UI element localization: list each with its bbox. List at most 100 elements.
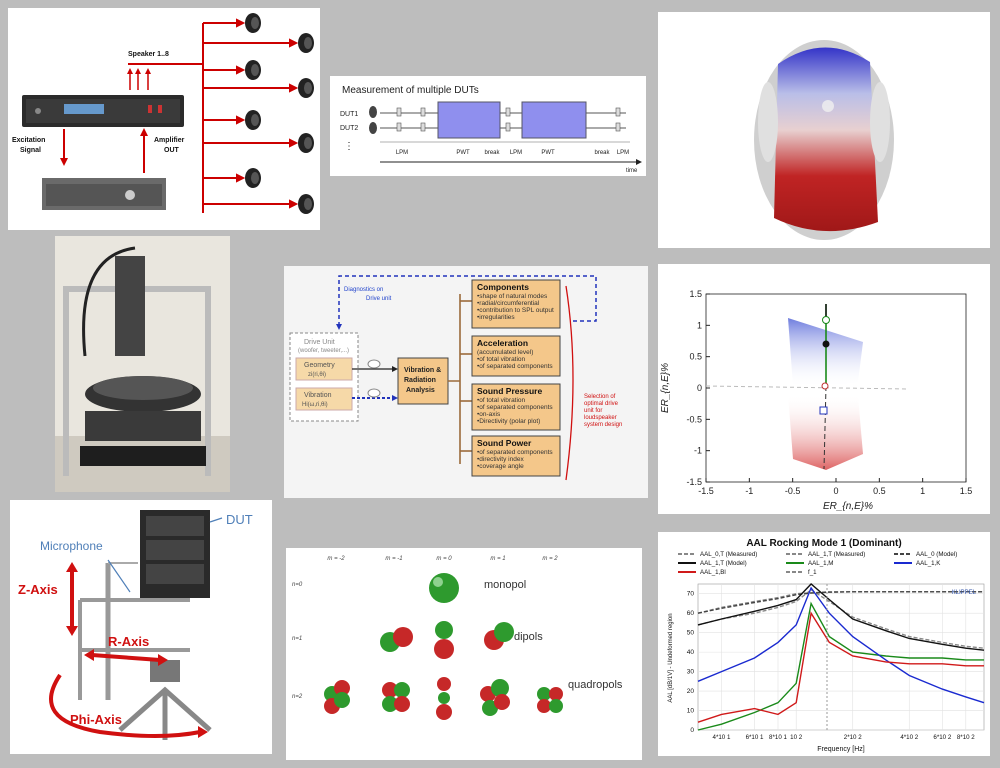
legend-entry: AAL_0,T (Measured)	[678, 551, 757, 558]
m-index-label: m = 2	[542, 556, 558, 562]
analysis-output-item: •on-axis	[477, 411, 501, 418]
speaker-icon	[298, 78, 314, 98]
scatter-y-tick: 0.5	[689, 352, 702, 362]
scatter-y-tick: -1.5	[686, 477, 702, 487]
scatter-xlabel: ER_{n,E}%	[823, 501, 873, 512]
y-tick-label: 0	[690, 727, 694, 734]
m-index-label: m = -2	[327, 556, 345, 562]
analysis-output-item: •shape of natural modes	[477, 293, 548, 300]
vibration-label: Vibration	[304, 392, 332, 399]
analysis-output-item: •of total vibration	[477, 356, 526, 363]
analysis-output-title: Acceleration	[477, 338, 528, 348]
analysis-flow-diagram: Diagnostics on Drive unit Drive Unit (wo…	[289, 275, 622, 481]
scatter-y-tick: -0.5	[686, 414, 702, 424]
selection-text-line: loudspeaker	[584, 415, 617, 421]
analysis-output-box: Sound Pressure•of total vibration•of sep…	[471, 383, 561, 431]
timeline-phase-label: LPM	[510, 150, 522, 156]
analysis-output-title: Sound Power	[477, 438, 532, 448]
dut-timeline-panel: Measurement of multiple DUTs DUT1 DUT2 ⋮…	[330, 76, 646, 176]
drive-unit-sub: (woofer, tweeter,...)	[298, 348, 349, 354]
timeline-phase-label: PWT	[456, 150, 470, 156]
data-point-3	[821, 382, 829, 390]
dipole-m-1	[380, 627, 413, 652]
y-tick-label: 20	[687, 688, 695, 695]
robot-setup-diagram: DUT Microphone Z-Axis R-Axis Phi-Axis	[18, 510, 253, 740]
analysis-output-box: Acceleration(accumulated level)•of total…	[471, 335, 561, 377]
dut-timeline-diagram: Measurement of multiple DUTs DUT1 DUT2 ⋮…	[340, 85, 642, 174]
y-tick-label: 50	[687, 630, 695, 637]
y-tick-label: 10	[687, 708, 695, 715]
dipole-m1	[484, 622, 514, 650]
legend-entry: AAL_1,K	[894, 560, 941, 567]
legend-entry: AAL_0 (Model)	[894, 551, 957, 558]
y-tick-label: 70	[687, 591, 695, 598]
drive-unit-diag-label: Drive unit	[366, 296, 392, 302]
x-tick-label: 8*10 2	[957, 734, 975, 741]
analysis-output-item: •directivity index	[477, 456, 524, 463]
speaker-setup-panel: Speaker 1..8 Excitation Signal Amplifier…	[8, 8, 320, 230]
quadrupole-m1	[480, 679, 510, 716]
chart-title: AAL Rocking Mode 1 (Dominant)	[746, 538, 901, 549]
m-index-label: m = 0	[436, 556, 452, 562]
y-tick-label: 30	[687, 669, 695, 676]
amplifier-out-label: OUT	[164, 147, 180, 154]
legend-entry: AAL_1,T (Model)	[678, 560, 747, 567]
time-label: time	[626, 168, 638, 174]
r-axis-label: R-Axis	[108, 634, 149, 649]
scatter-y-tick: -1	[694, 446, 702, 456]
center-line-1: Vibration &	[404, 367, 441, 374]
excitation-label: Excitation	[12, 137, 45, 144]
x-tick-label: 8*10 1	[769, 734, 787, 741]
quadrupole-m-1	[382, 682, 410, 712]
analysis-output-item: •contribution to SPL output	[477, 307, 554, 314]
aal-chart-panel: AAL Rocking Mode 1 (Dominant) AAL_0,T (M…	[658, 532, 990, 756]
z-axis-label: Z-Axis	[18, 582, 58, 597]
analysis-output-item: •of separated components	[477, 449, 553, 456]
monopol-label: monopol	[484, 579, 526, 591]
pwt-block-2	[521, 101, 587, 139]
drive-unit-title: Drive Unit	[304, 339, 335, 346]
x-tick-label: 6*10 2	[933, 734, 951, 741]
legend-label: AAL_1,T (Model)	[700, 560, 747, 567]
analysis-output-title: Sound Pressure	[477, 386, 542, 396]
analysis-output-box: Sound Power•of separated components•dire…	[471, 435, 561, 477]
n-index-label: n=0	[292, 582, 303, 588]
speaker-icon	[245, 168, 261, 188]
speaker-setup-diagram: Speaker 1..8 Excitation Signal Amplifier…	[12, 13, 314, 214]
quadropols-label: quadropols	[568, 679, 623, 691]
scatter-x-tick: -1	[745, 486, 753, 496]
selection-text-line: optimal drive	[584, 401, 619, 407]
chart-xlabel: Frequency [Hz]	[817, 746, 865, 753]
speaker-icon	[245, 13, 261, 33]
amplifier-label: Amplifier	[154, 137, 185, 144]
selection-text-line: unit for	[584, 408, 602, 414]
more-duts-label: ⋮	[344, 141, 354, 152]
signal-label: Signal	[20, 147, 41, 154]
dut-label: DUT	[226, 512, 253, 527]
y-tick-label: 60	[687, 610, 695, 617]
legend-label: f_1	[808, 569, 817, 576]
timeline-phase-label: LPM	[396, 150, 408, 156]
analysis-output-item: •of separated components	[477, 404, 553, 411]
n-index-label: n=1	[292, 636, 302, 642]
scatter-ylabel: ER_{n,E}%	[660, 363, 671, 413]
controller-box	[80, 446, 206, 466]
x-tick-label: 4*10 2	[900, 734, 918, 741]
monopole-shape	[429, 573, 459, 603]
mode-shape-panel	[658, 12, 990, 248]
chart-ylabel: AAL [dB/1V] - Undeformed region	[668, 613, 674, 702]
speaker-icon	[245, 60, 261, 80]
scanner-photo	[55, 236, 230, 492]
data-point-2	[822, 340, 830, 348]
cone-deformation-surface	[774, 47, 878, 232]
legend-label: AAL_1,K	[916, 560, 941, 567]
scatter-x-tick: 1.5	[960, 486, 973, 496]
x-tick-label: 4*10 1	[713, 734, 731, 741]
dipole-m0	[434, 621, 454, 659]
m-index-label: m = 1	[490, 556, 505, 562]
timeline-phase-label: break	[484, 150, 500, 156]
quadrupole-m-2	[324, 680, 350, 714]
legend-label: AAL_1,Bl	[700, 569, 726, 576]
laser-icon	[367, 359, 381, 369]
